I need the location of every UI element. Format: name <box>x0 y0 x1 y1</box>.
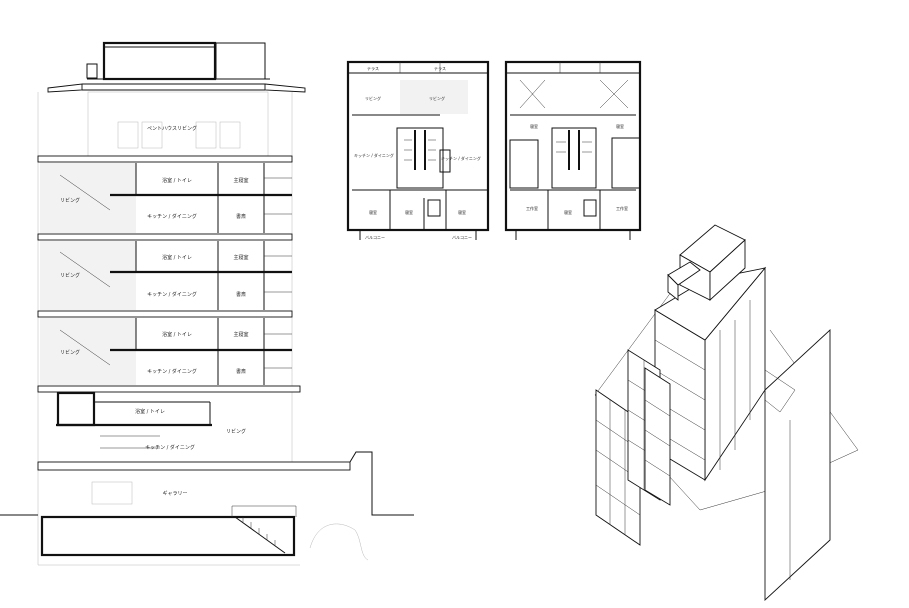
label-bedroom: 寝室 <box>564 209 572 215</box>
label-bedroom: 寝室 <box>616 123 624 129</box>
penthouse-roof <box>47 41 306 93</box>
floor-plan-a: テラス テラス リビング リビング キッチン / ダイニング キッチン / ダイ… <box>346 60 490 240</box>
label-living: リビング <box>60 349 80 356</box>
label-kitchen-dining: キッチン / ダイニング <box>354 152 394 158</box>
label-gallery: ギャラリー <box>162 491 187 497</box>
second-floor: 浴室 / トイレ リビング キッチン / ダイニング <box>56 391 246 451</box>
label-bedroom: 寝室 <box>530 123 538 129</box>
building-section: ペントハウスリビング 浴室 / トイレ 主寝室 リビング キッチン / ダイニン… <box>0 41 414 566</box>
label-kitchen-dining: キッチン / ダイニング <box>147 213 197 220</box>
label-master-bedroom: 主寝室 <box>233 177 248 184</box>
label-balcony: バルコニー <box>365 235 385 240</box>
axonometric-view <box>594 224 859 602</box>
label-master-bedroom: 主寝室 <box>233 331 248 338</box>
ground-gallery: ギャラリー <box>0 451 414 561</box>
label-study: 書斎 <box>236 368 246 375</box>
label-kitchen-dining: キッチン / ダイニング <box>147 368 197 375</box>
label-kitchen-dining: キッチン / ダイニング <box>147 291 197 298</box>
label-living: リビング <box>60 272 80 279</box>
typical-floor-1: 浴室 / トイレ 主寝室 リビング キッチン / ダイニング 書斎 <box>40 163 292 233</box>
label-bath-toilet: 浴室 / トイレ <box>162 331 192 338</box>
label-bedroom: 寝室 <box>458 209 466 215</box>
label-living: リビング <box>60 197 80 204</box>
label-living: リビング <box>226 428 246 435</box>
label-study: 書斎 <box>236 213 246 220</box>
label-master-bedroom: 主寝室 <box>233 254 248 261</box>
label-terrace: テラス <box>367 65 379 71</box>
label-terrace: テラス <box>434 65 446 71</box>
label-bath-toilet: 浴室 / トイレ <box>162 254 192 261</box>
label-studio: 工作室 <box>616 205 628 211</box>
label-kitchen-dining: キッチン / ダイニング <box>441 155 481 161</box>
label-study: 書斎 <box>236 291 246 298</box>
label-kitchen-dining: キッチン / ダイニング <box>145 444 195 451</box>
label-living: リビング <box>365 95 381 101</box>
label-bedroom: 寝室 <box>405 209 413 215</box>
typical-floor-2: 浴室 / トイレ 主寝室 リビング キッチン / ダイニング 書斎 <box>40 241 292 310</box>
penthouse-living-zone: ペントハウスリビング <box>87 91 269 157</box>
label-bath-toilet: 浴室 / トイレ <box>135 408 165 415</box>
exploded-facade-panels <box>595 349 671 546</box>
label-balcony: バルコニー <box>452 235 472 240</box>
label-penthouse-living: ペントハウスリビング <box>147 125 197 132</box>
label-bedroom: 寝室 <box>369 209 377 215</box>
label-bath-toilet: 浴室 / トイレ <box>162 177 192 184</box>
floor-plan-b: 寝室 寝室 工作室 寝室 工作室 <box>504 60 642 240</box>
floor-slabs <box>37 155 351 471</box>
label-studio: 工作室 <box>526 205 538 211</box>
label-living: リビング <box>429 95 445 101</box>
typical-floor-3: 浴室 / トイレ 主寝室 リビング キッチン / ダイニング 書斎 <box>40 318 292 385</box>
